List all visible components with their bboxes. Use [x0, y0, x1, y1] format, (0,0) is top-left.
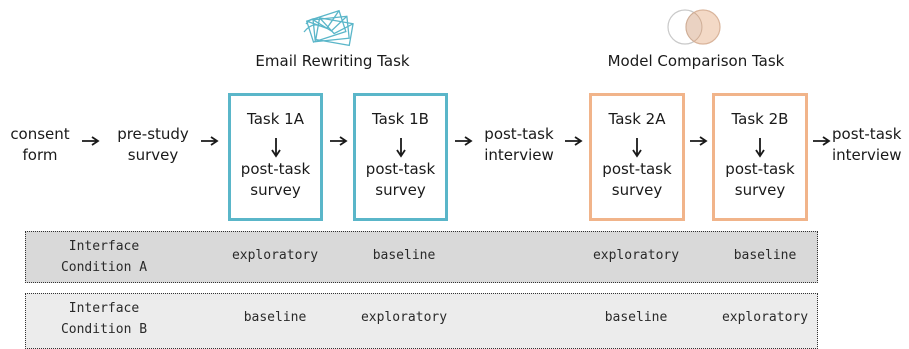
task-subtext: post-task survey [356, 159, 445, 201]
task-subtext: post-task survey [592, 159, 682, 201]
consent-form-step: consent form [6, 124, 74, 166]
task-title: Task 2B [731, 110, 789, 128]
pre-survey-line-1: pre-study [117, 125, 189, 143]
task-1b-box: Task 1B post-task survey [353, 93, 448, 221]
arrow-right-icon [330, 136, 348, 146]
condition-cell: exploratory [231, 248, 319, 263]
arrow-right-icon [813, 136, 831, 146]
task-subtext: post-task survey [715, 159, 805, 201]
sub-line-1: post-task [725, 160, 795, 178]
pre-survey-line-2: survey [127, 146, 179, 164]
task-2a-box: Task 2A post-task survey [589, 93, 685, 221]
condition-b-row: Interface Condition B baseline explorato… [25, 293, 818, 349]
task-subtext: post-task survey [231, 159, 320, 201]
arrow-right-icon [82, 136, 100, 146]
arrow-down-icon [632, 138, 642, 158]
condition-label: Interface Condition A [26, 236, 182, 278]
consent-line-2: form [22, 146, 58, 164]
condition-cell: baseline [604, 310, 668, 325]
sub-line-2: survey [734, 181, 786, 199]
arrow-right-icon [565, 136, 583, 146]
task-title: Task 1B [372, 110, 429, 128]
sub-line-1: post-task [602, 160, 672, 178]
arrow-right-icon [455, 136, 473, 146]
post-task-interview-step: post-task interview [832, 124, 909, 166]
sub-line-2: survey [250, 181, 301, 199]
task-title: Task 2A [608, 110, 666, 128]
arrow-down-icon [270, 138, 281, 158]
sub-line-2: survey [611, 181, 663, 199]
arrow-down-icon [755, 138, 765, 158]
condition-label-line-2: Condition A [60, 260, 148, 275]
task-title: Task 1A [247, 110, 304, 128]
pre-study-survey-step: pre-study survey [104, 124, 202, 166]
consent-line-1: consent [10, 125, 70, 143]
sub-line-1: post-task [365, 160, 436, 178]
condition-cell: baseline [372, 248, 436, 263]
arrow-right-icon [690, 136, 708, 146]
interview-line-1: post-task [484, 125, 554, 143]
venn-circles-icon [667, 9, 721, 45]
condition-cell: exploratory [592, 248, 680, 263]
condition-label-line-1: Interface [68, 239, 140, 254]
post-task-interview-step: post-task interview [474, 124, 564, 166]
condition-cell: baseline [733, 248, 797, 263]
sub-line-1: post-task [240, 160, 311, 178]
condition-label-line-2: Condition B [60, 322, 148, 337]
interview-line-2: interview [832, 146, 902, 164]
envelopes-icon [303, 9, 354, 47]
task-2b-box: Task 2B post-task survey [712, 93, 808, 221]
condition-cell: baseline [243, 310, 307, 325]
model-task-header: Model Comparison Task [607, 52, 785, 70]
condition-a-row: Interface Condition A exploratory baseli… [25, 231, 818, 283]
condition-label: Interface Condition B [26, 298, 182, 340]
condition-cell: exploratory [721, 310, 809, 325]
sub-line-2: survey [375, 181, 426, 199]
condition-label-line-1: Interface [68, 301, 140, 316]
email-task-header: Email Rewriting Task [255, 52, 410, 70]
interview-line-1: post-task [832, 125, 902, 143]
interview-line-2: interview [484, 146, 554, 164]
arrow-right-icon [201, 136, 219, 146]
arrow-down-icon [395, 138, 406, 158]
condition-cell: exploratory [360, 310, 448, 325]
task-1a-box: Task 1A post-task survey [228, 93, 323, 221]
